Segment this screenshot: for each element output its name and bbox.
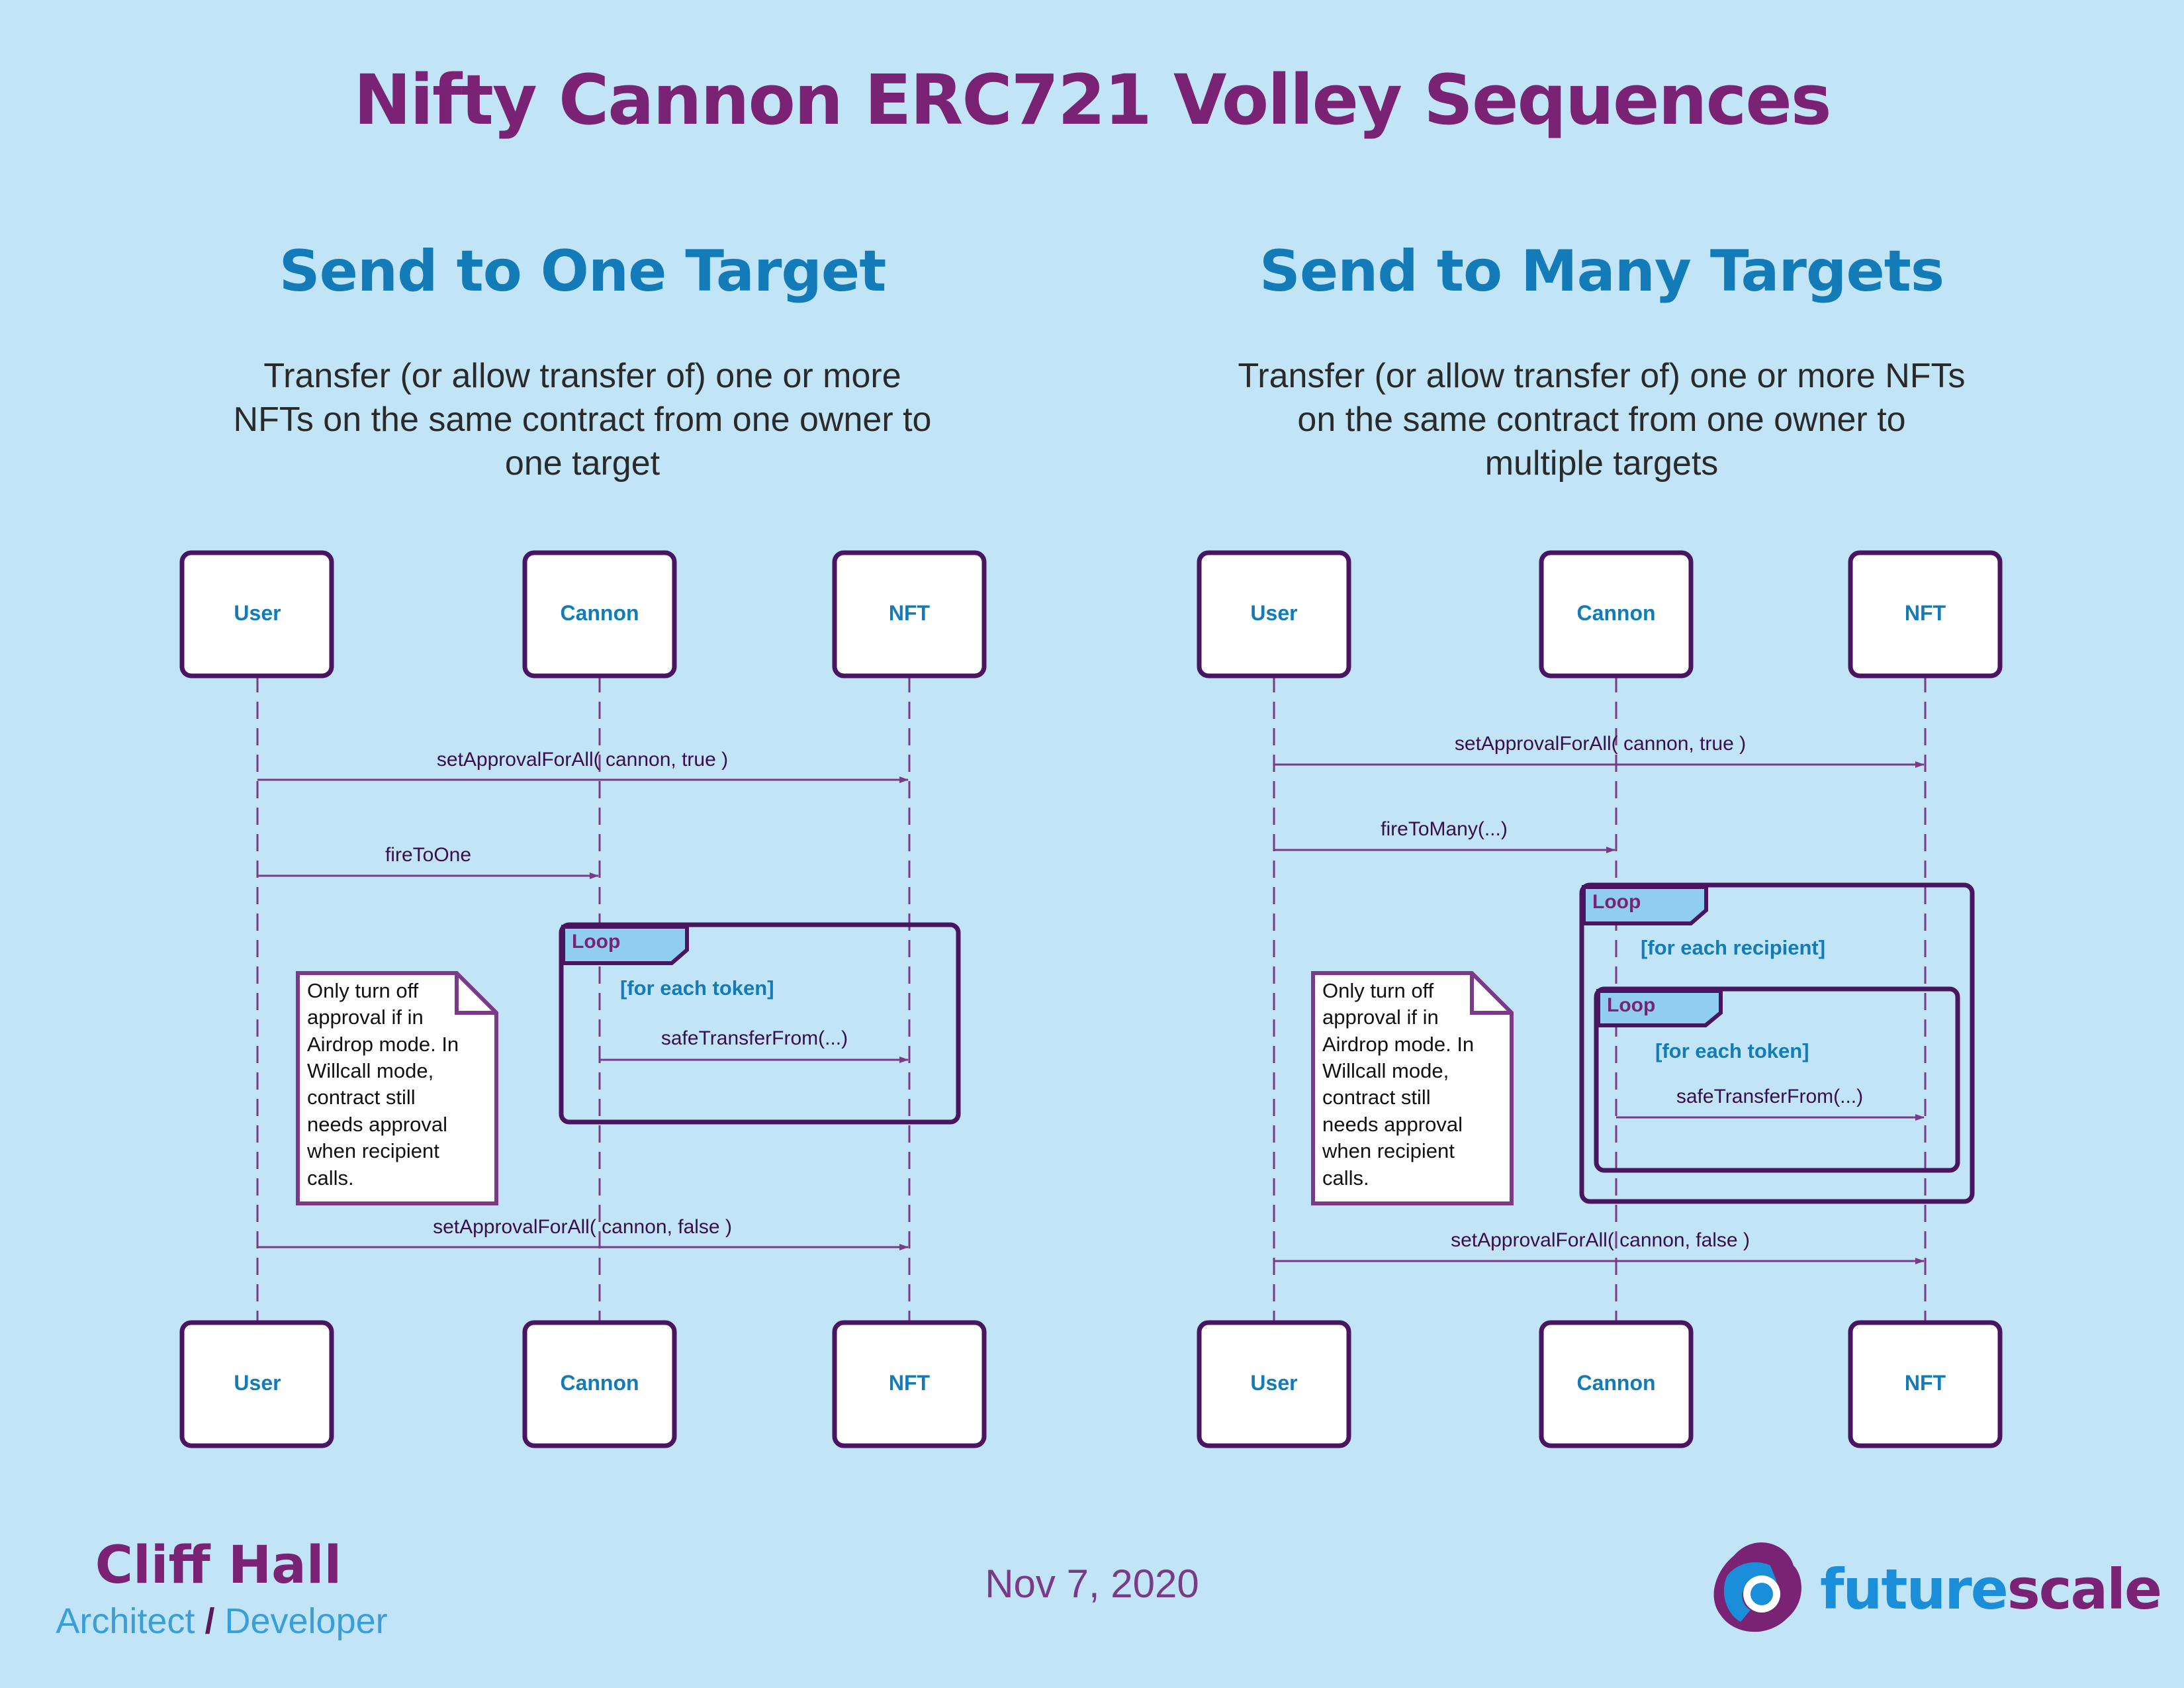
participant-label-user: User — [1250, 601, 1297, 625]
message-label-approve-on: setApprovalForAll( cannon, true ) — [437, 749, 728, 771]
left-description-line: Transfer (or allow transfer of) one or m… — [263, 357, 901, 395]
note-line: Airdrop mode. In — [1322, 1033, 1474, 1056]
logo-text-part2: scale — [2007, 1557, 2162, 1622]
message-label-transfer: safeTransferFrom(...) — [661, 1027, 848, 1049]
note-line: approval if in — [1322, 1006, 1439, 1029]
loop-frame — [559, 922, 961, 1125]
participant-box-user-bottom — [1197, 1320, 1351, 1448]
note-line: contract still — [1322, 1086, 1431, 1109]
participant-label-nft-bottom: NFT — [1905, 1371, 1946, 1395]
outer-loop-tab — [1582, 885, 1708, 925]
participant-label-cannon-bottom: Cannon — [560, 1371, 639, 1395]
note-line: needs approval — [307, 1113, 447, 1136]
author-name: Cliff Hall — [95, 1536, 342, 1595]
note-line: approval if in — [307, 1006, 424, 1029]
note-box — [296, 971, 498, 1205]
note-line: contract still — [307, 1086, 416, 1109]
participant-box-cannon-bottom — [1539, 1320, 1694, 1448]
participant-label-cannon: Cannon — [1576, 601, 1655, 625]
message-label-approve-on: setApprovalForAll( cannon, true ) — [1455, 733, 1746, 755]
note-line: calls. — [1322, 1166, 1369, 1190]
loop-guard: [for each token] — [620, 976, 774, 1000]
participant-box-cannon — [1539, 550, 1694, 679]
participant-label-user-bottom: User — [234, 1371, 281, 1395]
right-description: Transfer (or allow transfer of) one or m… — [1205, 354, 1999, 485]
note-text: Only turn off approval if in Airdrop mod… — [1322, 979, 1480, 1190]
participant-box-nft-bottom — [832, 1320, 987, 1448]
participant-label-user-bottom: User — [1250, 1371, 1297, 1395]
participant-box-cannon — [522, 550, 677, 679]
note-line: when recipient — [306, 1139, 439, 1162]
outer-loop-guard: [for each recipient] — [1641, 936, 1825, 959]
message-label-fire: fireToOne — [385, 844, 471, 866]
inner-loop-label: Loop — [1607, 994, 1655, 1016]
page-title: Nifty Cannon ERC721 Volley Sequences — [353, 60, 1831, 140]
author-role-developer: Developer — [224, 1601, 388, 1641]
outer-loop-frame — [1579, 882, 1975, 1204]
message-label-transfer: safeTransferFrom(...) — [1676, 1086, 1863, 1107]
right-description-line: multiple targets — [1484, 444, 1719, 483]
participant-box-nft — [1848, 550, 2003, 679]
left-section-title: Send to One Target — [279, 238, 887, 305]
right-description-line: Transfer (or allow transfer of) one or m… — [1238, 357, 1966, 395]
note-line: calls. — [307, 1166, 354, 1190]
participant-label-nft-bottom: NFT — [889, 1371, 931, 1395]
note-line: needs approval — [1322, 1113, 1463, 1136]
author-role-architect: Architect — [56, 1601, 195, 1641]
participant-label-nft: NFT — [1905, 601, 1946, 625]
message-label-fire: fireToMany(...) — [1381, 818, 1508, 840]
participant-box-cannon-bottom — [522, 1320, 677, 1448]
participant-label-user: User — [234, 601, 281, 625]
message-label-approve-off: setApprovalForAll( cannon, false ) — [1451, 1229, 1750, 1251]
note-line: Only turn off — [1322, 979, 1434, 1002]
participant-box-user-bottom — [179, 1320, 334, 1448]
left-description: Transfer (or allow transfer of) one or m… — [185, 354, 979, 485]
author-role: Architect / Developer — [33, 1601, 410, 1642]
author-role-separator: / — [205, 1601, 215, 1641]
note-fold — [1470, 973, 1512, 1015]
note-line: when recipient — [1322, 1139, 1455, 1162]
participant-box-user — [1197, 550, 1351, 679]
participant-label-cannon-bottom: Cannon — [1576, 1371, 1655, 1395]
loop-tab — [561, 925, 689, 965]
inner-loop-frame — [1594, 986, 1960, 1173]
inner-loop-tab — [1596, 989, 1723, 1027]
participant-label-cannon: Cannon — [560, 601, 639, 625]
date-label: Nov 7, 2020 — [985, 1562, 1199, 1606]
participant-label-nft: NFT — [889, 601, 931, 625]
logo-text-part1: future — [1820, 1557, 2009, 1622]
outer-loop-label: Loop — [1592, 891, 1641, 913]
note-line: Airdrop mode. In — [307, 1033, 459, 1056]
left-diagram: User Cannon NFT setApprovalForAll( canno… — [179, 550, 987, 1448]
right-section-title: Send to Many Targets — [1259, 238, 1944, 305]
futurescale-logo: futurescale — [1707, 1536, 2162, 1642]
note-text: Only turn off approval if in Airdrop mod… — [306, 979, 465, 1190]
right-diagram: User Cannon NFT setApprovalForAll( canno… — [1197, 550, 2003, 1448]
note-line: Willcall mode, — [1322, 1059, 1449, 1082]
note-fold — [455, 973, 496, 1015]
right-description-line: on the same contract from one owner to — [1297, 400, 1906, 439]
left-description-line: one target — [504, 444, 660, 483]
participant-box-nft — [832, 550, 987, 679]
note-line: Willcall mode, — [307, 1059, 433, 1082]
futurescale-logo-icon — [1713, 1542, 1801, 1632]
participant-box-user — [179, 550, 334, 679]
note-box — [1311, 971, 1514, 1205]
inner-loop-guard: [for each token] — [1655, 1039, 1809, 1062]
note-line: Only turn off — [307, 979, 419, 1002]
message-label-approve-off: setApprovalForAll( cannon, false ) — [433, 1216, 732, 1238]
participant-box-nft-bottom — [1848, 1320, 2003, 1448]
loop-label: Loop — [572, 931, 620, 953]
left-description-line: NFTs on the same contract from one owner… — [233, 400, 932, 439]
futurescale-logo-text: futurescale — [1820, 1557, 2162, 1622]
